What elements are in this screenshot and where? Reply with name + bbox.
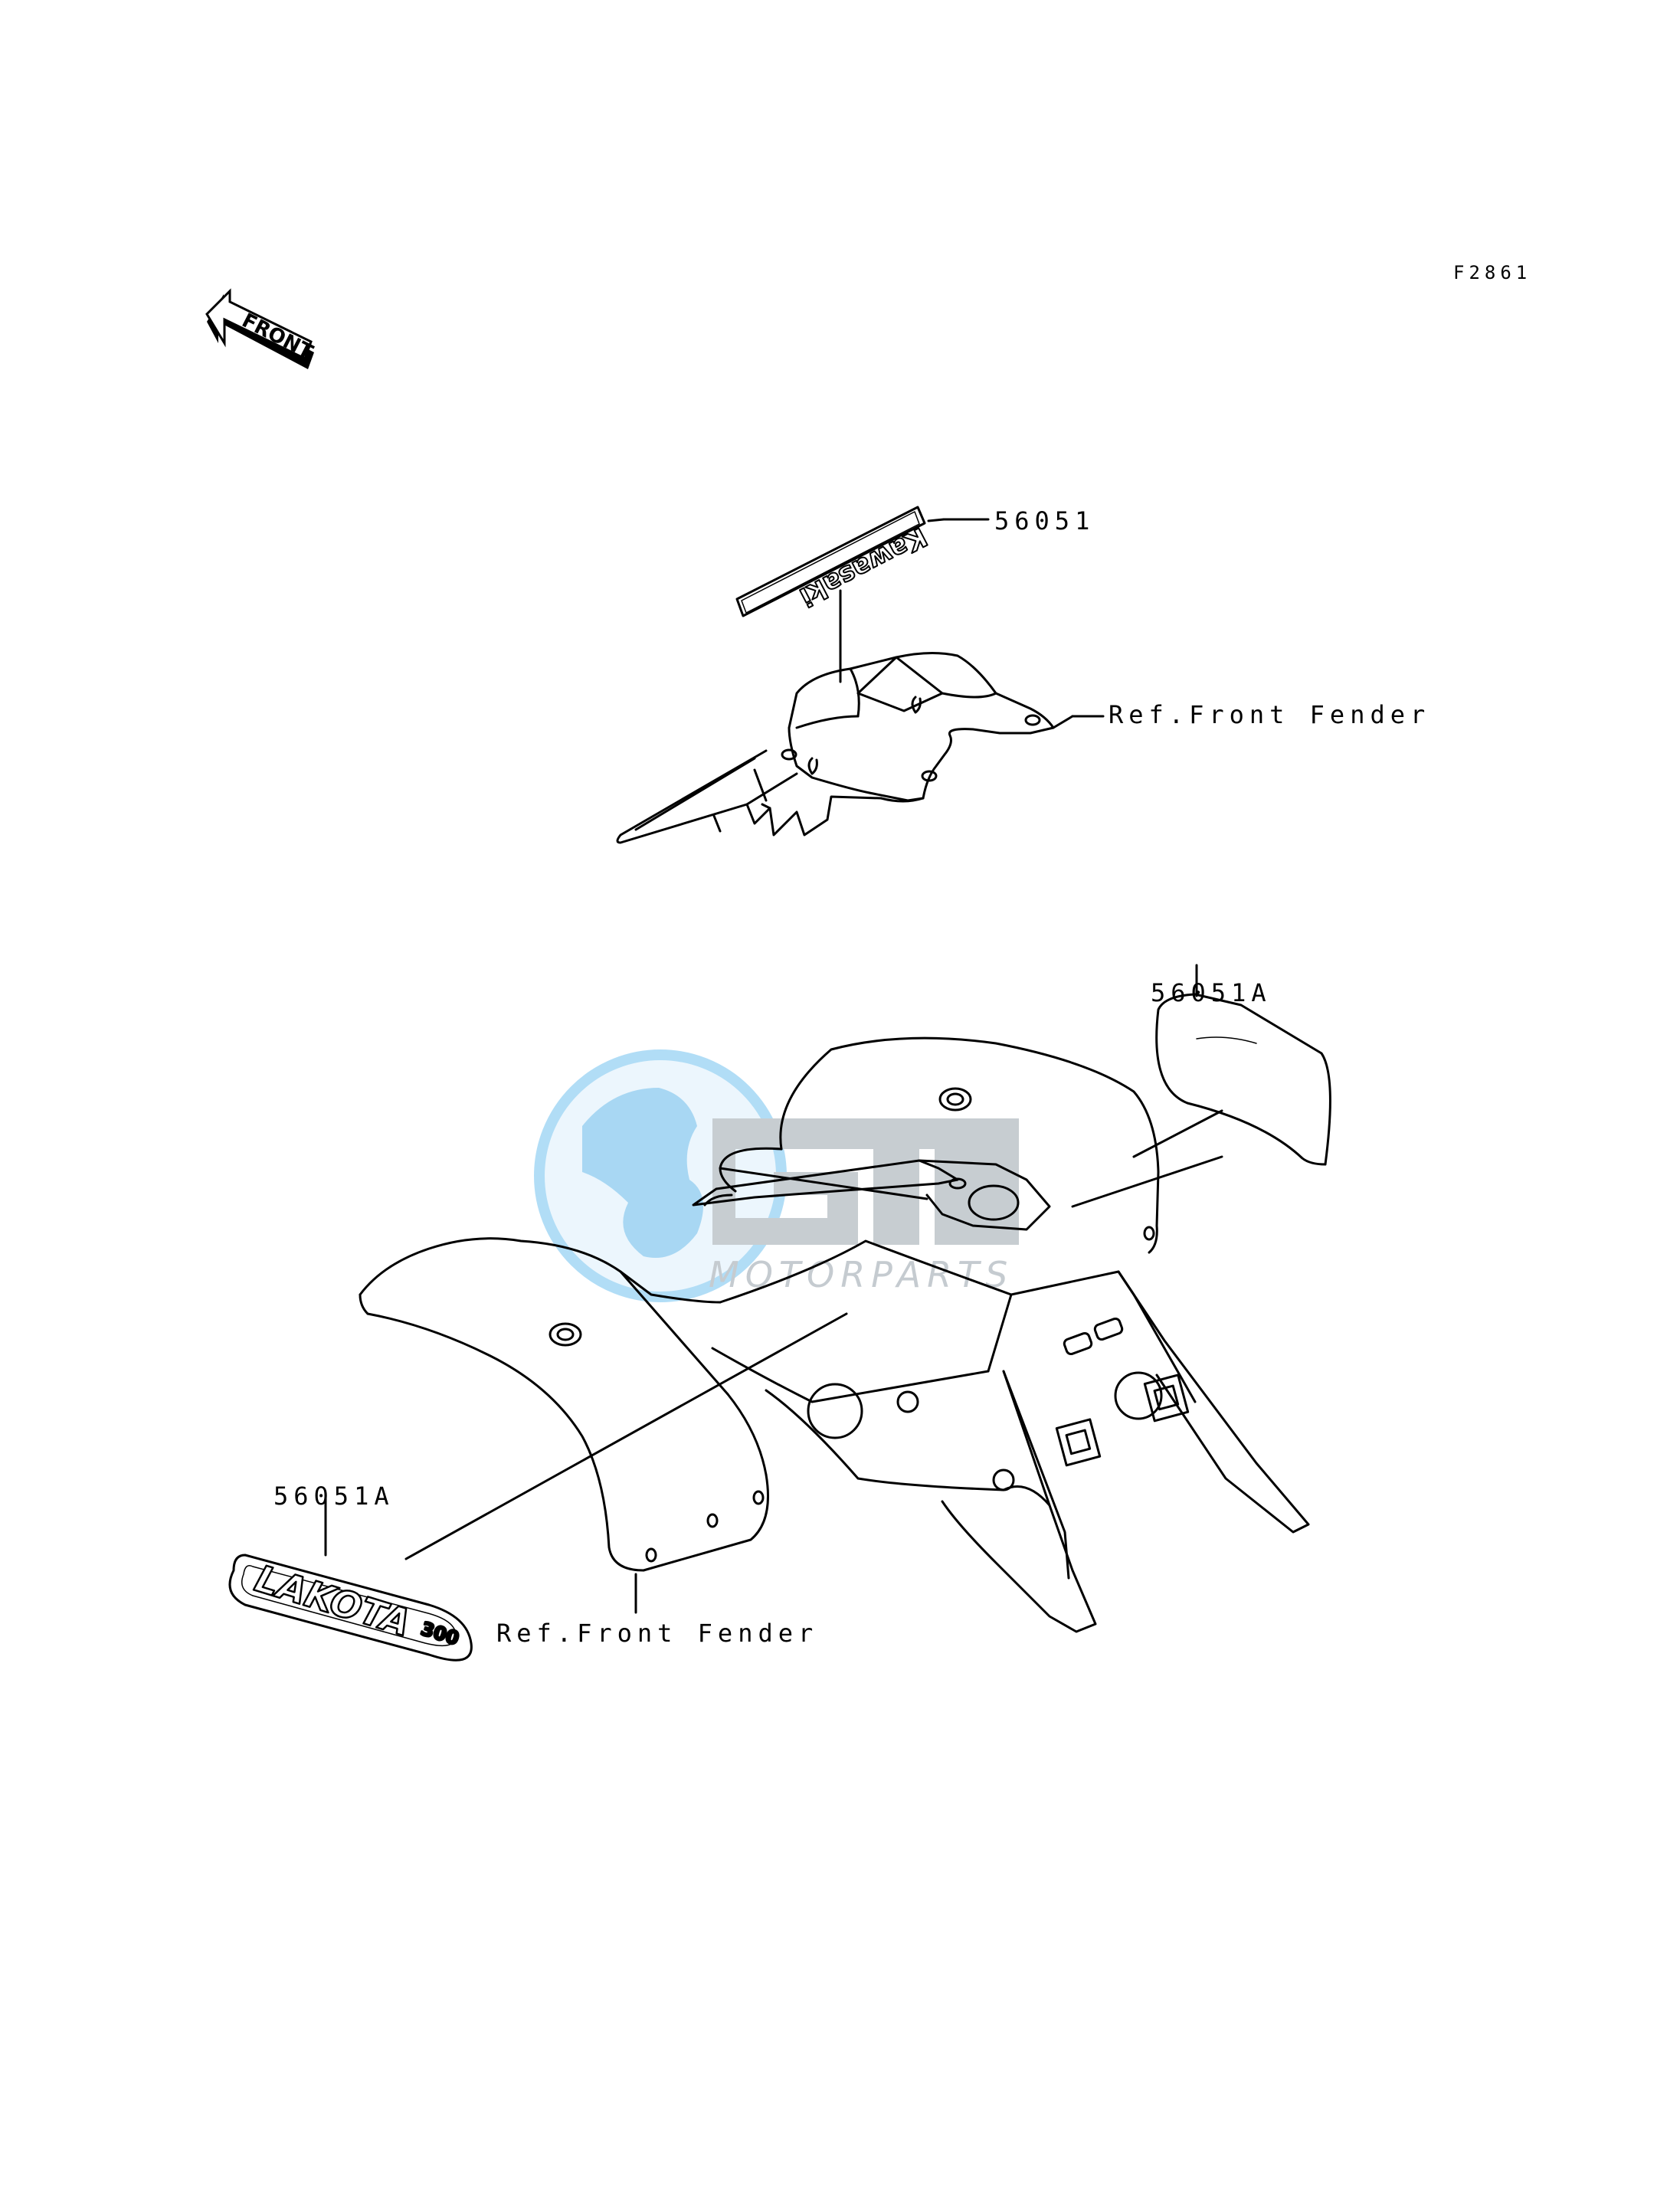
lakota-decal-text: LAKOTA (250, 1557, 415, 1645)
callout-part-56051a-left: 56051A (273, 1482, 395, 1511)
callout-part-56051a-right: 56051A (1151, 978, 1272, 1007)
callout-ref-front-fender-top: Ref.Front Fender (1109, 700, 1431, 729)
callout-part-56051: 56051 (994, 506, 1095, 535)
figure-code: F2861 (1453, 262, 1532, 283)
callout-ref-front-fender-bottom: Ref.Front Fender (496, 1619, 819, 1648)
bottom-fender-section: LAKOTA 300 (228, 964, 1331, 1662)
front-direction-arrow-icon: FRONT (205, 288, 316, 369)
top-fender-section: Kawasaki (616, 506, 1105, 844)
watermark-continent-shape (582, 1088, 703, 1258)
kawasaki-decal-shape (735, 506, 926, 617)
